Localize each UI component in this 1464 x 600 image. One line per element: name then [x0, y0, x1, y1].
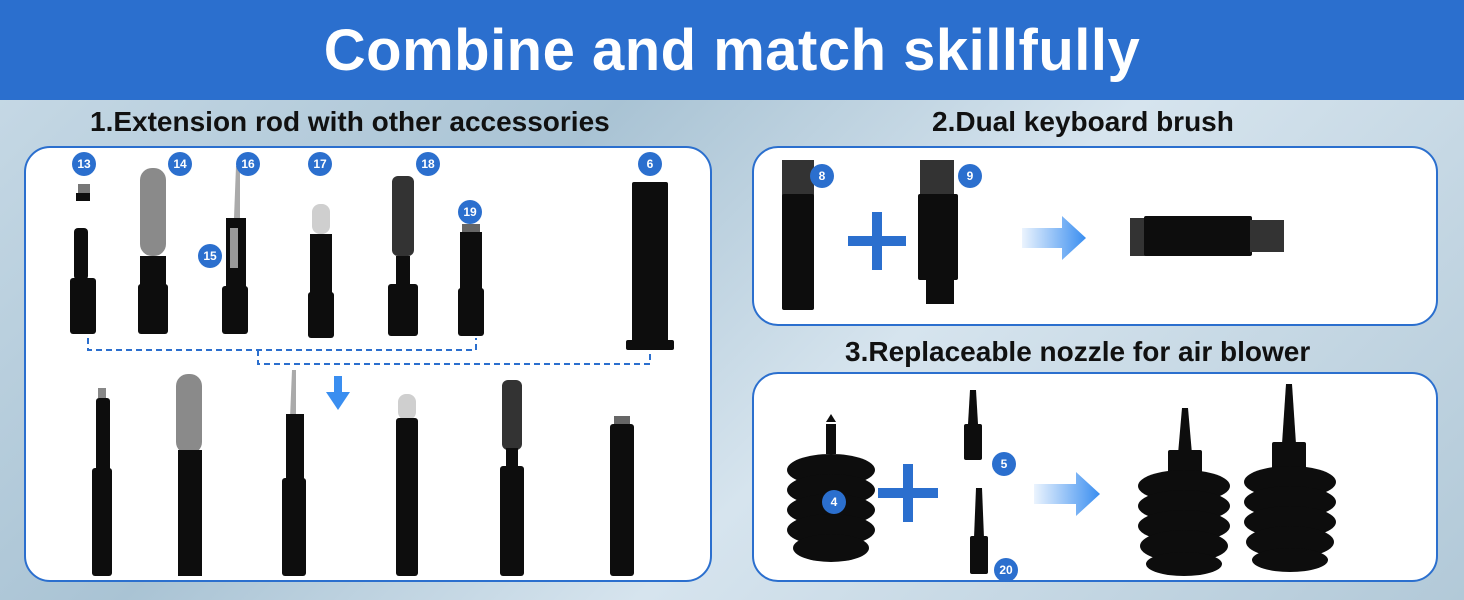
page-title: Combine and match skillfully — [323, 17, 1141, 83]
badge-9: 9 — [958, 164, 982, 188]
badge-6: 6 — [638, 152, 662, 176]
air-blower-illustration — [787, 384, 1336, 576]
air-blower-panel: 4 5 20 — [752, 372, 1438, 582]
extension-rod-panel: 13 14 16 17 18 19 15 6 — [24, 146, 712, 582]
badge-18: 18 — [416, 152, 440, 176]
badge-17: 17 — [308, 152, 332, 176]
section-title-keyboard: 2.Dual keyboard brush — [932, 106, 1234, 137]
badge-15: 15 — [198, 244, 222, 268]
header-banner: Combine and match skillfully — [0, 0, 1464, 100]
badge-19: 19 — [458, 200, 482, 224]
keyboard-brush-illustration — [782, 160, 1284, 310]
badge-8: 8 — [810, 164, 834, 188]
badge-20: 20 — [994, 558, 1018, 582]
badge-14: 14 — [168, 152, 192, 176]
badge-5: 5 — [992, 452, 1016, 476]
section-title-extension: 1.Extension rod with other accessories — [90, 106, 610, 137]
accessory-13-image — [70, 184, 96, 334]
keyboard-brush-panel: 8 9 — [752, 146, 1438, 326]
badge-4: 4 — [822, 490, 846, 514]
badge-16: 16 — [236, 152, 260, 176]
extension-rod-illustration — [70, 166, 674, 576]
badge-13: 13 — [72, 152, 96, 176]
section-title-nozzle: 3.Replaceable nozzle for air blower — [845, 336, 1311, 367]
